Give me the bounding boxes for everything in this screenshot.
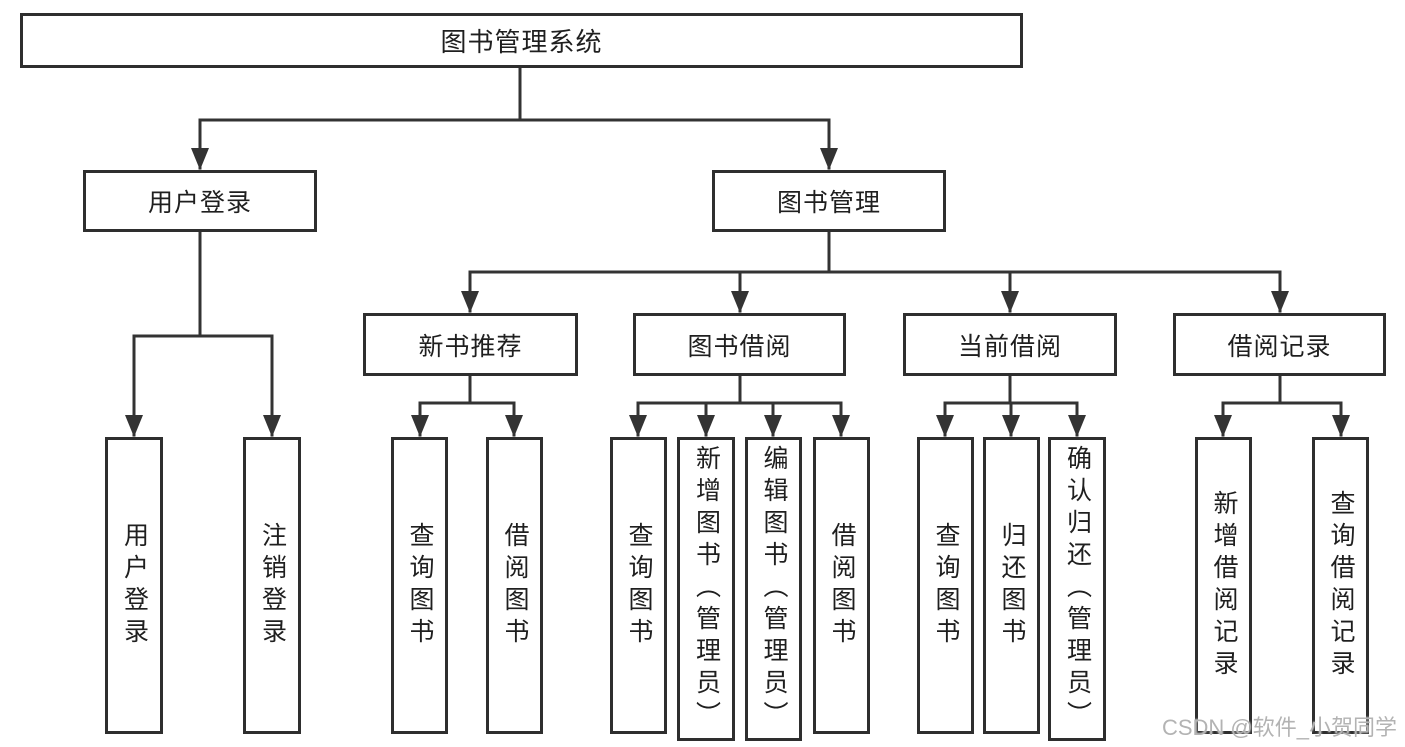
node-label: 查询借阅记录 xyxy=(1327,489,1355,682)
node-leaf-borrow-books: 借阅图书 xyxy=(813,437,870,734)
node-leaf-borrow-books: 借阅图书 xyxy=(486,437,543,734)
node-leaf-query-borrow-record: 查询借阅记录 xyxy=(1312,437,1369,734)
node-new-books: 新书推荐 xyxy=(363,313,578,376)
node-leaf-query-books: 查询图书 xyxy=(610,437,667,734)
node-label: 用户登录 xyxy=(120,521,149,650)
node-leaf-confirm-return-admin: 确认归还（管理员） xyxy=(1048,437,1106,741)
node-label: 归还图书 xyxy=(998,521,1026,650)
node-label: 借阅记录 xyxy=(1227,332,1332,361)
node-label: 当前借阅 xyxy=(957,332,1062,361)
node-user-login: 用户登录 xyxy=(83,170,317,232)
node-label: 查询图书 xyxy=(625,521,653,650)
node-label: 借阅图书 xyxy=(501,521,529,650)
node-label: 用户登录 xyxy=(147,189,252,217)
node-root-label: 图书管理系统 xyxy=(440,27,603,57)
node-label: 新书推荐 xyxy=(418,332,523,361)
node-label: 新增图书（管理员） xyxy=(692,445,721,733)
node-label: 查询图书 xyxy=(406,521,434,650)
node-leaf-add-borrow-record: 新增借阅记录 xyxy=(1195,437,1252,734)
node-label: 图书管理 xyxy=(776,189,881,217)
node-leaf-logout: 注销登录 xyxy=(243,437,301,734)
node-label: 查询图书 xyxy=(932,521,960,650)
node-label: 图书借阅 xyxy=(687,332,792,361)
node-label: 借阅图书 xyxy=(828,521,856,650)
node-current-borrow: 当前借阅 xyxy=(903,313,1117,376)
node-root: 图书管理系统 xyxy=(20,13,1023,68)
node-book-mgmt: 图书管理 xyxy=(712,170,946,232)
node-leaf-add-books-admin: 新增图书（管理员） xyxy=(677,437,735,741)
node-leaf-user-login: 用户登录 xyxy=(105,437,163,734)
node-borrowing: 图书借阅 xyxy=(633,313,846,376)
node-leaf-query-books: 查询图书 xyxy=(391,437,448,734)
node-leaf-return-books: 归还图书 xyxy=(983,437,1040,734)
node-leaf-edit-books-admin: 编辑图书（管理员） xyxy=(745,437,802,741)
node-label: 编辑图书（管理员） xyxy=(760,445,788,733)
node-borrow-records: 借阅记录 xyxy=(1173,313,1386,376)
node-label: 确认归还（管理员） xyxy=(1063,445,1092,733)
watermark: CSDN @软件_小贺同学 xyxy=(1161,715,1397,740)
node-leaf-query-books: 查询图书 xyxy=(917,437,974,734)
node-label: 新增借阅记录 xyxy=(1210,489,1238,682)
node-label: 注销登录 xyxy=(258,521,287,650)
